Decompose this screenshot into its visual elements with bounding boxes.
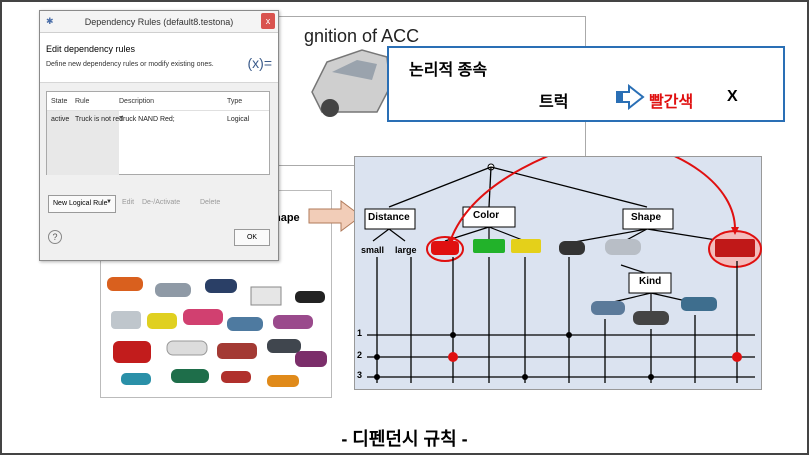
collage-shape-label: hape [274,212,300,224]
red-car-highlight [426,236,464,262]
callout-subject: 트럭 [539,94,569,111]
new-logical-rule-button[interactable]: New Logical Rule [48,195,116,213]
red-truck-icon [715,239,755,257]
tree-grid-lines [367,257,755,383]
ok-button[interactable]: OK [234,229,270,246]
dialog-titlebar[interactable]: ✱ Dependency Rules (default8.testona) x [40,11,278,33]
row-rule[interactable]: Truck is not red [75,116,123,123]
callout-color-text: 빨간색 [649,94,694,111]
motorcycle-icon [559,241,585,255]
dialog-header: Edit dependency rules Define new depende… [40,33,278,83]
callout-title: 논리적 종속 [409,62,488,79]
collage-cars [107,277,327,387]
row-label-1: 1 [357,328,363,338]
pickup-icon [681,297,717,311]
dialog-description: Define new dependency rules or modify ex… [46,61,214,68]
kind-category-box [628,272,672,294]
row-type[interactable]: Logical [227,116,250,123]
variable-icon: (x)= [247,55,273,71]
yellow-truck-icon [511,239,541,253]
suv-icon [591,301,625,315]
chevron-down-icon[interactable]: ▼ [106,199,112,205]
edit-button[interactable]: Edit [122,199,135,206]
row-label-3: 3 [357,370,363,380]
deactivate-button[interactable]: De-/Activate [142,199,181,206]
column-header-rule[interactable]: Rule [75,98,90,105]
row-state[interactable]: active [51,116,70,123]
close-button[interactable]: x [261,13,275,29]
acc-slide-title: gnition of ACC [304,26,420,46]
vehicle-collage-art [107,277,327,387]
kind-category-label: Kind [639,276,662,287]
row-label-2: 2 [357,350,363,360]
column-header-description[interactable]: Description [119,98,155,105]
color-category-label: Color [473,210,500,221]
callout-negation: X [727,88,738,105]
shape-category-box [622,208,674,230]
classification-tree-diagram [364,136,762,383]
shape-category-label: Shape [631,212,662,223]
block-arrow-icon [308,200,362,232]
silver-car-icon [605,239,641,255]
dependency-rules-dialog: ✱ Dependency Rules (default8.testona) x … [39,10,279,261]
distance-large-label: large [395,245,417,255]
red-conflict-dot [448,352,458,362]
column-header-state[interactable]: State [51,98,68,105]
sedan-icon [633,311,669,325]
dependency-callout: 논리적 종속 트럭 빨간색 X [387,46,785,122]
distance-small-label: small [361,245,385,255]
help-icon[interactable]: ? [48,230,62,244]
distance-category-box [364,208,416,230]
dialog-heading: Edit dependency rules [46,44,136,54]
delete-button[interactable]: Delete [200,199,221,206]
truck-conflict-dot [732,352,742,362]
car-outline-image [311,49,391,117]
right-arrow-icon [616,84,645,110]
classification-tree: Distance Color Shape small large Kind 1 … [354,136,762,390]
red-car-icon [431,241,459,255]
dialog-title: Dependency Rules (default8.testona) [84,17,234,27]
row-description[interactable]: Truck NAND Red; [119,116,175,123]
rules-table[interactable]: State Rule Description Type active Truck… [46,91,270,175]
dialog-button-bar: New Logical Rule ▼ Edit De-/Activate Del… [46,195,274,213]
distance-category-label: Distance [368,212,410,223]
slide-footer-caption: - 디펜던시 규칙 - [341,429,468,449]
column-header-type[interactable]: Type [227,98,243,105]
green-truck-icon [473,239,505,253]
app-icon: ✱ [46,16,54,26]
selected-row-highlight [47,111,119,175]
